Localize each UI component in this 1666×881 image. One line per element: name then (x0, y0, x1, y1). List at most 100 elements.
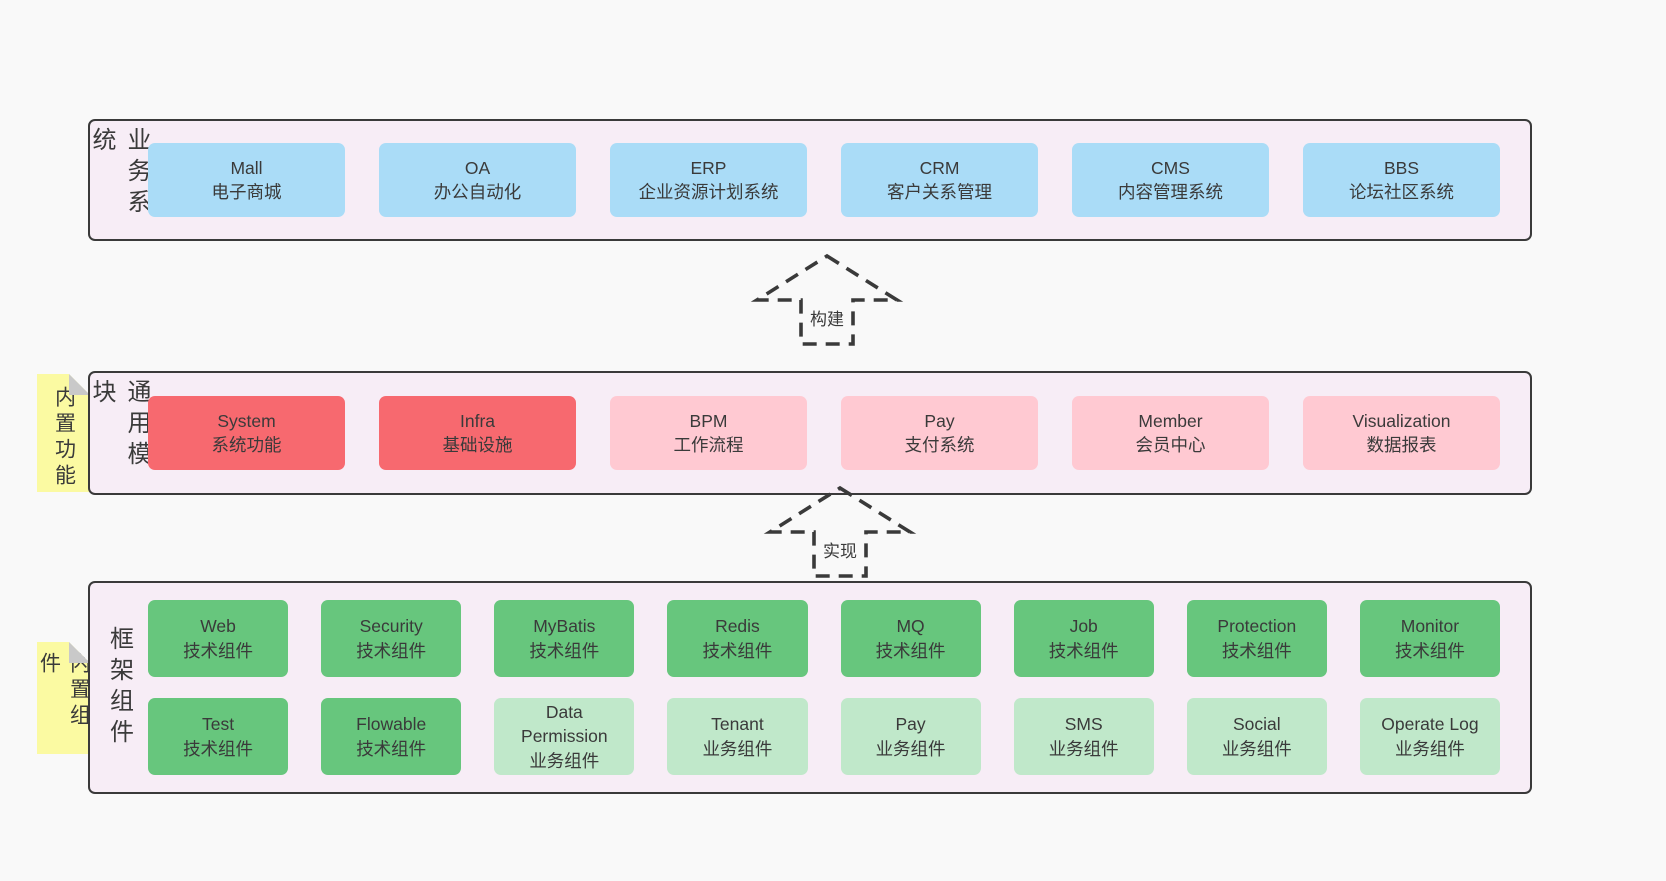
box-data-permission: Data Permission 业务组件 (494, 698, 635, 775)
sticky-note-built-in-components-label: 内置组件 (37, 652, 91, 730)
box-redis: Redis 技术组件 (667, 600, 808, 677)
box-title: ERP (690, 157, 727, 178)
arrow-build-shape (750, 253, 904, 346)
box-subtitle: 办公自动化 (433, 182, 522, 202)
box-subtitle: 业务组件 (702, 738, 773, 759)
box-title: BBS (1383, 157, 1420, 178)
box-subtitle: 企业资源计划系统 (638, 182, 779, 202)
box-title: BPM (689, 410, 728, 431)
box-mybatis: MyBatis 技术组件 (494, 600, 635, 677)
box-operate-log: Operate Log 业务组件 (1359, 698, 1500, 775)
box-subtitle: 工作流程 (673, 435, 744, 455)
box-subtitle: 业务组件 (1048, 738, 1119, 759)
arrow-implement: 实现 (760, 484, 920, 580)
box-title: Flowable (356, 714, 427, 734)
box-protection: Protection 技术组件 (1186, 600, 1327, 677)
box-bpm: BPM 工作流程 (610, 396, 807, 470)
box-subtitle: 技术组件 (356, 640, 427, 661)
box-crm: CRM 客户关系管理 (841, 143, 1038, 217)
box-cms: CMS 内容管理系统 (1072, 143, 1269, 217)
box-subtitle: 系统功能 (211, 435, 282, 455)
box-title: Web (200, 616, 236, 636)
box-subtitle: 技术组件 (875, 640, 946, 661)
box-subtitle: 客户关系管理 (887, 182, 992, 202)
box-title: Social (1232, 714, 1281, 734)
box-title: Protection (1217, 616, 1297, 636)
box-title: Infra (459, 410, 496, 431)
box-title: CMS (1151, 157, 1190, 178)
sticky-note-built-in-features-label: 内置功能 (52, 386, 76, 490)
box-sms: SMS 业务组件 (1013, 698, 1154, 775)
box-title: Pay (924, 410, 955, 431)
box-title: SMS (1064, 714, 1103, 734)
box-title: Monitor (1400, 616, 1460, 636)
box-subtitle: 内容管理系统 (1118, 182, 1223, 202)
arrow-build: 构建 (747, 252, 907, 348)
arrow-build-label: 构建 (805, 304, 849, 331)
box-oa: OA 办公自动化 (379, 143, 576, 217)
box-title: System (217, 410, 276, 431)
box-tenant: Tenant 业务组件 (667, 698, 808, 775)
sticky-note-built-in-components: 内置组件 (37, 642, 91, 754)
box-title: Visualization (1352, 410, 1451, 431)
band-business-systems-label: 业务系统 (88, 127, 150, 220)
box-visualization: Visualization 数据报表 (1303, 396, 1500, 470)
box-subtitle: 技术组件 (1048, 640, 1119, 661)
box-subtitle: 业务组件 (529, 750, 600, 771)
box-title: Tenant (711, 714, 764, 734)
box-title: Redis (715, 616, 760, 636)
box-infra: Infra 基础设施 (379, 396, 576, 470)
box-monitor: Monitor 技术组件 (1359, 600, 1500, 677)
box-title: Security (359, 616, 423, 636)
box-title: Pay (895, 714, 926, 734)
box-erp: ERP 企业资源计划系统 (610, 143, 807, 217)
box-title: Data Permission (521, 701, 608, 747)
box-subtitle: 技术组件 (183, 640, 254, 661)
box-subtitle: 技术组件 (1394, 640, 1465, 661)
box-subtitle: 技术组件 (1221, 640, 1292, 661)
box-subtitle: 论坛社区系统 (1349, 182, 1454, 202)
box-web: Web 技术组件 (148, 600, 289, 677)
box-flowable: Flowable 技术组件 (321, 698, 462, 775)
box-title: Operate Log (1381, 714, 1479, 734)
box-subtitle: 技术组件 (529, 640, 600, 661)
box-title: CRM (919, 157, 960, 178)
box-title: Job (1069, 616, 1098, 636)
box-title: MyBatis (533, 616, 596, 636)
box-subtitle: 业务组件 (875, 738, 946, 759)
box-subtitle: 支付系统 (904, 435, 975, 455)
box-social: Social 业务组件 (1186, 698, 1327, 775)
band-common-modules: 通用模块 System 系统功能 Infra 基础设施 BPM 工作流程 Pay 支付系统 Me… (88, 371, 1532, 495)
box-subtitle: 会员中心 (1135, 435, 1206, 455)
box-subtitle: 技术组件 (183, 738, 254, 759)
box-title: MQ (896, 616, 925, 636)
box-title: Mall (230, 157, 263, 178)
box-subtitle: 业务组件 (1221, 738, 1292, 759)
box-title: Test (202, 714, 235, 734)
box-pay: Pay 支付系统 (841, 396, 1038, 470)
band-framework-components-label: 框架组件 (105, 625, 133, 750)
arrow-implement-shape (763, 485, 917, 578)
band-common-modules-label: 通用模块 (88, 379, 150, 472)
box-job: Job 技术组件 (1013, 600, 1154, 677)
box-subtitle: 技术组件 (702, 640, 773, 661)
arrow-implement-label: 实现 (818, 536, 862, 563)
box-subtitle: 技术组件 (356, 738, 427, 759)
box-subtitle: 基础设施 (442, 435, 513, 455)
sticky-note-built-in-features: 内置功能 (37, 374, 90, 492)
box-mq: MQ 技术组件 (840, 600, 981, 677)
box-subtitle: 数据报表 (1366, 435, 1437, 455)
box-title: OA (464, 157, 491, 178)
box-system: System 系统功能 (148, 396, 345, 470)
box-subtitle: 业务组件 (1394, 738, 1465, 759)
box-test: Test 技术组件 (148, 698, 289, 775)
